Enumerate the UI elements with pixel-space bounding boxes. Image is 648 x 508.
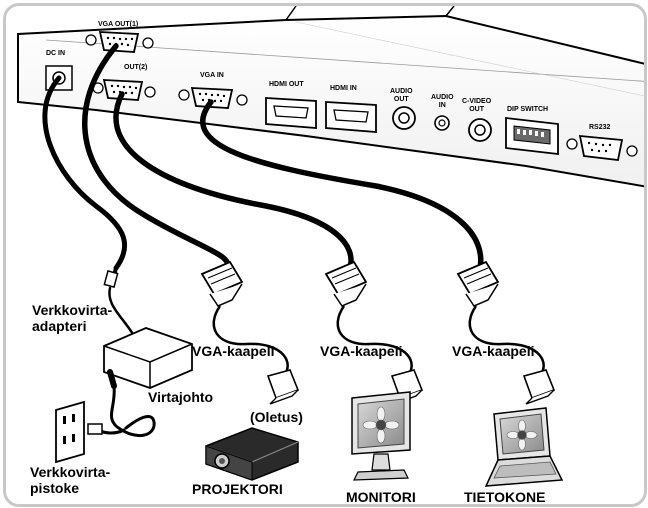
dc-in-label: DC IN bbox=[46, 50, 66, 57]
projector-label: PROJEKTORI bbox=[192, 481, 283, 497]
diagram-frame: DC IN VGA OUT(1) OUT(2) VGA IN HDMI OUT … bbox=[3, 3, 647, 507]
dip-switch-label: DIP SWITCH bbox=[507, 106, 549, 113]
vga-cable-assembly-1 bbox=[200, 260, 300, 405]
dc-power-cable bbox=[42, 75, 136, 338]
power-adapter-label: Verkkovirta- adapteri bbox=[32, 302, 113, 335]
monitor-label: MONITORI bbox=[346, 489, 416, 505]
rs232-port bbox=[566, 134, 638, 161]
vga-out-1-cable bbox=[82, 43, 231, 271]
power-cord-label: Virtajohto bbox=[148, 389, 214, 405]
vga-cable-assembly-2 bbox=[324, 260, 424, 405]
computer-label: TIETOKONE bbox=[464, 489, 546, 505]
audio-in-label: AUDIO IN bbox=[431, 94, 454, 110]
vga-cable-1-label: VGA-kaapeli bbox=[192, 343, 275, 359]
dip-switch bbox=[505, 116, 559, 156]
power-cord bbox=[87, 369, 156, 437]
vga-out-2-port bbox=[92, 79, 156, 101]
vga-out-1-port bbox=[85, 31, 154, 53]
vga-out-1-label: VGA OUT(1) bbox=[98, 21, 139, 28]
vga-in-port bbox=[178, 87, 248, 109]
wall-outlet bbox=[55, 400, 85, 464]
vga-out-2-label: OUT(2) bbox=[124, 64, 148, 71]
flower-icon bbox=[362, 406, 400, 444]
c-video-out-jack bbox=[468, 118, 492, 142]
audio-in-jack bbox=[434, 115, 450, 131]
vga-cable-2-label: VGA-kaapeli bbox=[320, 343, 403, 359]
power-adapter bbox=[103, 327, 193, 389]
vga-in-label: VGA IN bbox=[200, 72, 224, 79]
hdmi-in-label: HDMI IN bbox=[330, 85, 357, 92]
projector bbox=[205, 427, 299, 481]
connection-diagram bbox=[17, 6, 644, 487]
hdmi-out-port bbox=[265, 97, 317, 129]
hdmi-in-port bbox=[325, 101, 377, 133]
vga-in-cable bbox=[200, 99, 484, 271]
flower-icon bbox=[506, 419, 538, 451]
audio-out-jack bbox=[392, 106, 416, 130]
laptop-computer bbox=[484, 407, 564, 487]
vga-cable-3-label: VGA-kaapeli bbox=[452, 343, 535, 359]
monitor bbox=[351, 391, 411, 481]
audio-out-label: AUDIO OUT bbox=[390, 88, 413, 104]
rs232-label: RS232 bbox=[589, 124, 611, 131]
vga-out-2-cable bbox=[113, 91, 354, 271]
wall-outlet-label: Verkkovirta- pistoke bbox=[30, 464, 111, 497]
hdmi-out-label: HDMI OUT bbox=[269, 81, 304, 88]
c-video-out-label: C-VIDEO OUT bbox=[462, 98, 492, 114]
default-note-label: (Oletus) bbox=[250, 409, 303, 425]
vga-cable-assembly-3 bbox=[456, 260, 556, 405]
